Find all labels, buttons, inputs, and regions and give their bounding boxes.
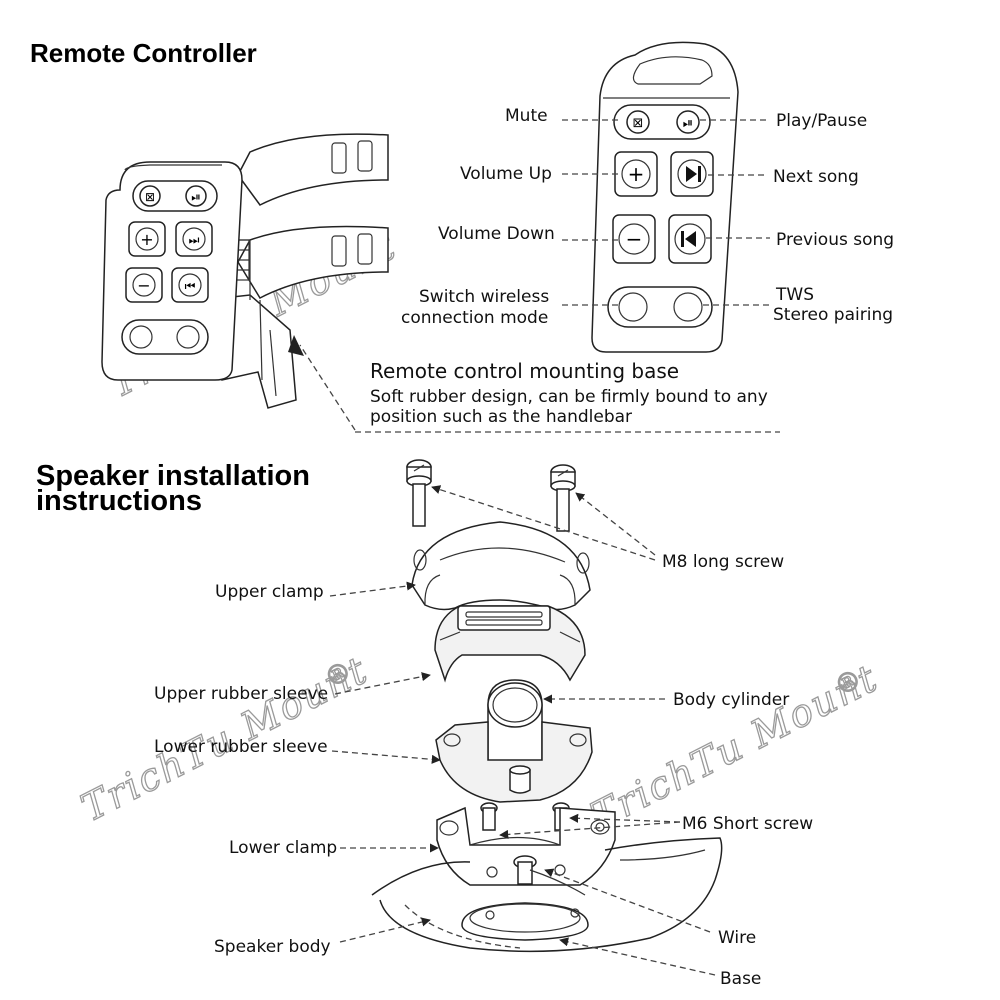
label-lower-clamp: Lower clamp [229,838,337,858]
mounting-base-desc-line2: position such as the handlebar [370,407,632,427]
label-switch-mode-line2: connection mode [401,308,548,328]
m6-screw-left [480,802,498,831]
svg-text:−: − [137,276,150,295]
svg-text:⏮: ⏮ [185,279,196,293]
label-speaker-body: Speaker body [214,937,331,957]
label-volume-up: Volume Up [460,164,552,184]
svg-text:+: + [628,162,645,186]
label-volume-down: Volume Down [438,224,555,244]
svg-text:⏯: ⏯ [191,190,201,204]
speaker-exploded-illustration [329,459,723,976]
m8-screw-left [406,459,432,527]
svg-text:⊠: ⊠ [633,116,644,131]
label-play-pause: Play/Pause [776,111,867,131]
remote-front-illustration: ⊠ ⏯ + − [562,41,770,353]
label-lower-rubber-sleeve: Lower rubber sleeve [154,737,328,757]
remote-with-mount-illustration: ⊠ ⏯ + ⏭ − ⏮ [101,133,780,433]
speaker-title-line2: instructions [36,485,202,517]
remote-controller-title: Remote Controller [30,38,257,68]
label-switch-mode-line1: Switch wireless [419,287,549,307]
mounting-base-title: Remote control mounting base [370,359,679,383]
speaker-title-line1: Speaker installation [36,460,310,492]
label-mute: Mute [505,106,548,126]
label-m8-long-screw: M8 long screw [662,552,784,572]
m8-screw-right [550,464,576,532]
svg-text:⏭: ⏭ [189,233,200,247]
label-next-song: Next song [773,167,859,187]
mounting-base-desc-line1: Soft rubber design, can be firmly bound … [370,387,768,407]
label-m6-short-screw: M6 Short screw [682,814,813,834]
label-previous-song: Previous song [776,230,894,250]
label-tws-line1: TWS [775,285,814,305]
label-body-cylinder: Body cylinder [673,690,789,710]
label-upper-clamp: Upper clamp [215,582,324,602]
label-base: Base [720,969,761,989]
svg-text:−: − [626,227,643,251]
label-wire: Wire [718,928,756,948]
label-upper-rubber-sleeve: Upper rubber sleeve [154,684,328,704]
label-tws-line2: Stereo pairing [773,305,893,325]
svg-text:+: + [140,230,153,249]
svg-text:⏯: ⏯ [683,116,693,131]
svg-text:⊠: ⊠ [145,190,155,204]
